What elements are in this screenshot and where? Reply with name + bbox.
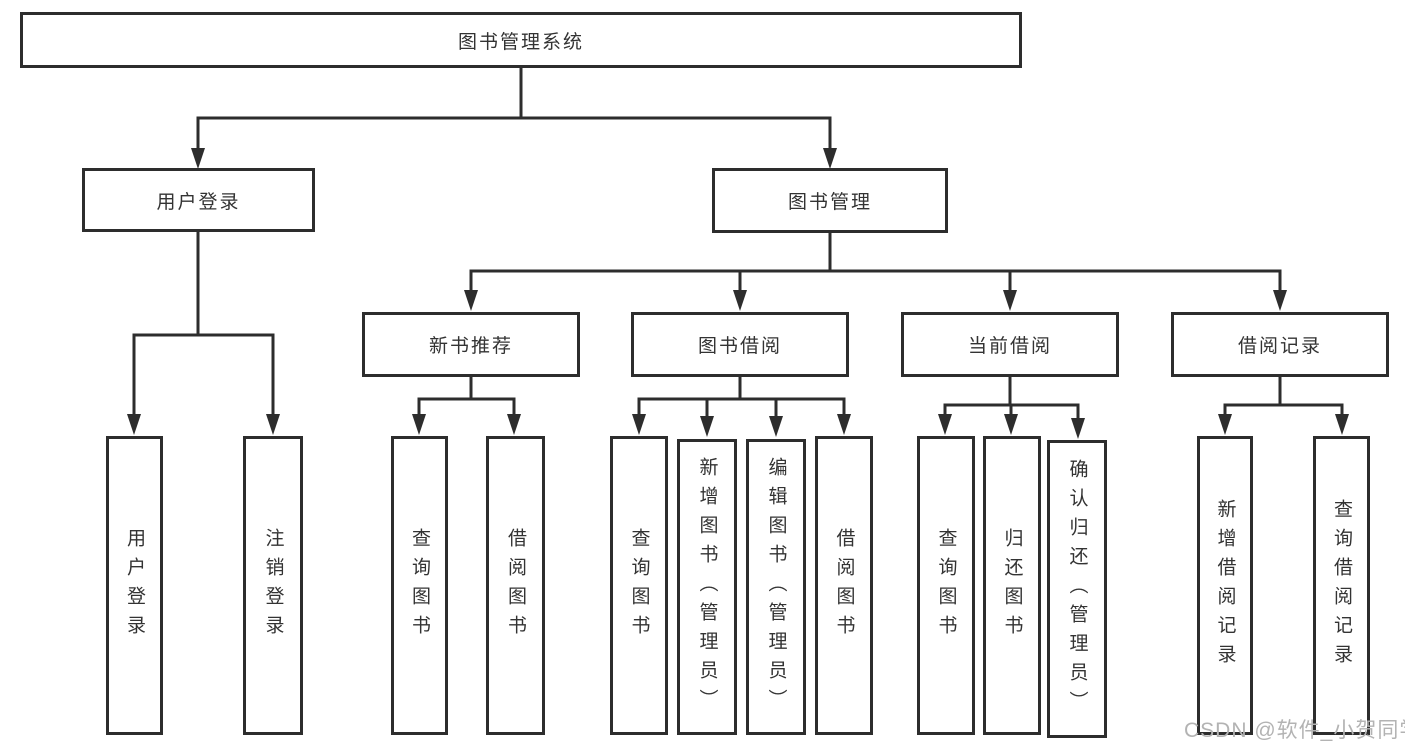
node-label: 查询借阅记录 [1331,498,1352,673]
connector-new-book-children [412,377,521,435]
node-current-borrow: 当前借阅 [901,312,1119,377]
connector-book-borrow-children [632,377,851,437]
leaf-edit-book-admin: 编辑图书（管理员） [746,439,806,735]
node-label: 借阅记录 [1237,336,1322,357]
node-label: 编辑图书（管理员） [765,456,787,718]
node-label: 图书借阅 [697,336,782,357]
node-label: 确认归还（管理员） [1066,458,1088,720]
connector-root-to-level2 [191,68,837,169]
node-new-book-recommend: 新书推荐 [362,312,580,377]
leaf-return-books: 归还图书 [983,436,1041,735]
node-library-system: 图书管理系统 [20,12,1022,68]
leaf-borrow-books-recommend: 借阅图书 [486,436,545,735]
node-label: 借阅图书 [505,527,526,644]
leaf-query-books-recommend: 查询图书 [391,436,448,735]
node-label: 查询图书 [628,527,650,644]
node-label: 新书推荐 [428,336,513,357]
connector-borrow-records-children [1218,377,1349,435]
leaf-query-books-borrow: 查询图书 [610,436,668,735]
leaf-query-books-current: 查询图书 [917,436,975,735]
node-label: 用户登录 [156,191,241,213]
node-label: 归还图书 [1001,527,1023,644]
leaf-logout: 注销登录 [243,436,303,735]
node-user-login: 用户登录 [82,168,315,232]
node-label: 新增图书（管理员） [696,456,718,718]
node-label: 注销登录 [262,527,284,644]
node-label: 新增借阅记录 [1214,498,1236,673]
node-label: 查询图书 [935,527,957,644]
node-label: 图书管理系统 [457,31,584,53]
leaf-confirm-return-admin: 确认归还（管理员） [1047,440,1107,738]
leaf-query-borrow-record: 查询借阅记录 [1313,436,1370,735]
node-book-borrow: 图书借阅 [631,312,849,377]
csdn-watermark: CSDN @软件_小贺同学 [1184,719,1405,742]
connector-user-login-children [127,232,280,435]
node-book-management: 图书管理 [712,168,948,233]
node-label: 用户登录 [124,527,145,644]
leaf-add-book-admin: 新增图书（管理员） [677,439,737,735]
node-label: 查询图书 [409,527,430,644]
node-label: 借阅图书 [833,527,855,644]
connector-current-borrow-children [938,377,1085,439]
node-label: 当前借阅 [967,336,1052,357]
node-label: 图书管理 [787,192,872,213]
node-borrow-records: 借阅记录 [1171,312,1389,377]
leaf-user-login: 用户登录 [106,436,163,735]
leaf-borrow-books: 借阅图书 [815,436,873,735]
connector-book-management-children [464,233,1287,311]
leaf-add-borrow-record: 新增借阅记录 [1197,436,1253,735]
